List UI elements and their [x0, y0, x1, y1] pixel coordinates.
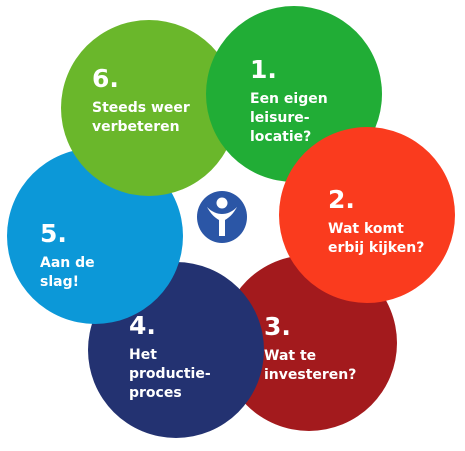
- step-number: 4.: [129, 311, 156, 340]
- step-number: 3.: [264, 312, 291, 341]
- step-text-line: proces: [129, 385, 182, 401]
- step-number: 1.: [250, 55, 277, 84]
- step-text-line: locatie?: [250, 129, 312, 145]
- step-text-line: Steeds weer: [92, 100, 190, 116]
- step-text-line: Aan de: [40, 255, 95, 271]
- step-text-line: productie-: [129, 366, 211, 382]
- step-4-label: 4. Het productie- proces: [129, 312, 211, 403]
- step-6-label: 6. Steeds weer verbeteren: [92, 65, 190, 137]
- step-5-label: 5. Aan de slag!: [40, 220, 95, 292]
- step-number: 2.: [328, 185, 355, 214]
- step-1-label: 1. Een eigen leisure- locatie?: [250, 56, 328, 147]
- step-text-line: erbij kijken?: [328, 240, 425, 256]
- step-text-line: Wat komt: [328, 221, 404, 237]
- step-text-line: Wat te: [264, 348, 317, 364]
- step-3-label: 3. Wat te investeren?: [264, 313, 356, 385]
- person-figure-icon: [197, 191, 247, 243]
- step-text-line: slag!: [40, 274, 79, 290]
- step-text-line: investeren?: [264, 367, 357, 383]
- step-2-circle: [279, 127, 455, 303]
- step-number: 6.: [92, 64, 119, 93]
- step-2-label: 2. Wat komt erbij kijken?: [328, 186, 424, 258]
- step-text-line: verbeteren: [92, 119, 180, 135]
- step-text-line: leisure-: [250, 110, 310, 126]
- step-text-line: Het: [129, 347, 157, 363]
- step-text-line: Een eigen: [250, 91, 328, 107]
- step-number: 5.: [40, 219, 67, 248]
